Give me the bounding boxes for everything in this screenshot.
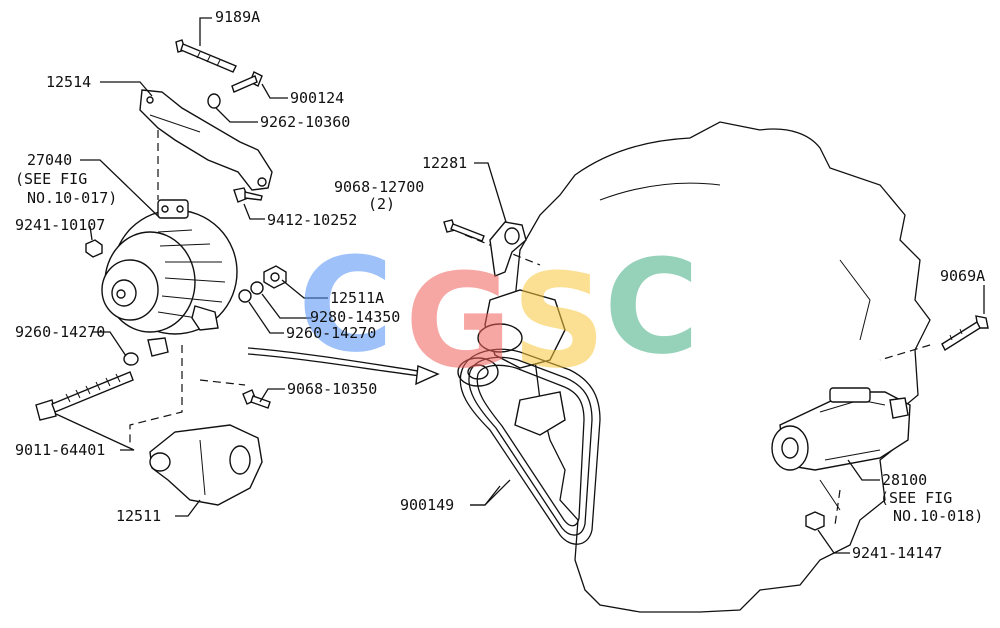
label-9412-10252: 9412-10252: [267, 211, 357, 229]
label-9260-14270-left: 9260-14270: [15, 323, 105, 341]
nut-9241-14147: [805, 511, 825, 531]
washer-9262-10360: [207, 93, 221, 109]
label-9241-14147: 9241-14147: [852, 544, 942, 562]
label-9189A: 9189A: [215, 8, 260, 26]
label-27040: 27040: [27, 151, 72, 169]
engine-block: [514, 121, 931, 613]
label-9280-14350: 9280-14350: [310, 308, 400, 326]
bolt-900124: [231, 71, 263, 93]
label-9068-10350: 9068-10350: [287, 380, 377, 398]
label-12281: 12281: [422, 154, 467, 172]
watermark-letter-g: G: [405, 245, 512, 397]
centerline-28100: [834, 489, 841, 526]
watermark-letter-c2: C: [604, 231, 699, 383]
label-28100-note2: NO.10-018): [893, 507, 983, 525]
label-900149: 900149: [400, 496, 454, 514]
washer-9260-14270-right: [238, 289, 252, 303]
centerline-alt-lower: [129, 345, 183, 445]
label-9260-14270-right: 9260-14270: [286, 324, 376, 342]
bracket-12281: [489, 221, 527, 277]
label-28100-note1: (SEE FIG: [880, 489, 952, 507]
centerline-bolt-lower: [199, 379, 246, 386]
label-9241-10107: 9241-10107: [15, 216, 105, 234]
washer-9280-14350: [250, 281, 264, 295]
label-12514: 12514: [46, 73, 91, 91]
label-9262-10360: 9262-10360: [260, 113, 350, 131]
centerline-9069A: [879, 344, 931, 361]
v-belt-900149: [459, 348, 601, 545]
label-9068-12700-qty: (2): [368, 195, 395, 213]
label-9069A: 9069A: [940, 267, 985, 285]
bracket-12511: [149, 424, 263, 506]
bolt-9189A: [175, 39, 237, 73]
watermark-letter-c1: C: [298, 229, 393, 381]
label-12511: 12511: [116, 507, 161, 525]
bolt-9412-10252: [233, 187, 263, 203]
label-28100: 28100: [882, 471, 927, 489]
direction-arrow: [247, 347, 440, 386]
watermark-letter-s: S: [512, 245, 606, 397]
bolt-9069A: [941, 315, 989, 352]
label-9011-64401: 9011-64401: [15, 441, 105, 459]
label-900124: 900124: [290, 89, 344, 107]
alternator-27040: [101, 199, 238, 357]
label-12511A: 12511A: [330, 289, 384, 307]
leader-lines: [55, 17, 985, 554]
watermark-cgsc: C G S C: [298, 229, 699, 397]
nut-12511A: [263, 265, 287, 289]
label-27040-note2: NO.10-017): [27, 189, 117, 207]
starter-28100: [771, 387, 911, 471]
bolt-9011-64401: [35, 371, 134, 421]
label-9068-12700: 9068-12700: [334, 178, 424, 196]
bolt-9068-12700: [443, 219, 485, 242]
part-labels: 9189A 12514 900124 9262-10360 27040 (SEE…: [15, 8, 985, 562]
label-27040-note1: (SEE FIG: [15, 170, 87, 188]
nut-9241-10107: [85, 239, 103, 258]
bracket-12514: [139, 89, 273, 191]
washer-9260-14270-left: [123, 352, 139, 366]
